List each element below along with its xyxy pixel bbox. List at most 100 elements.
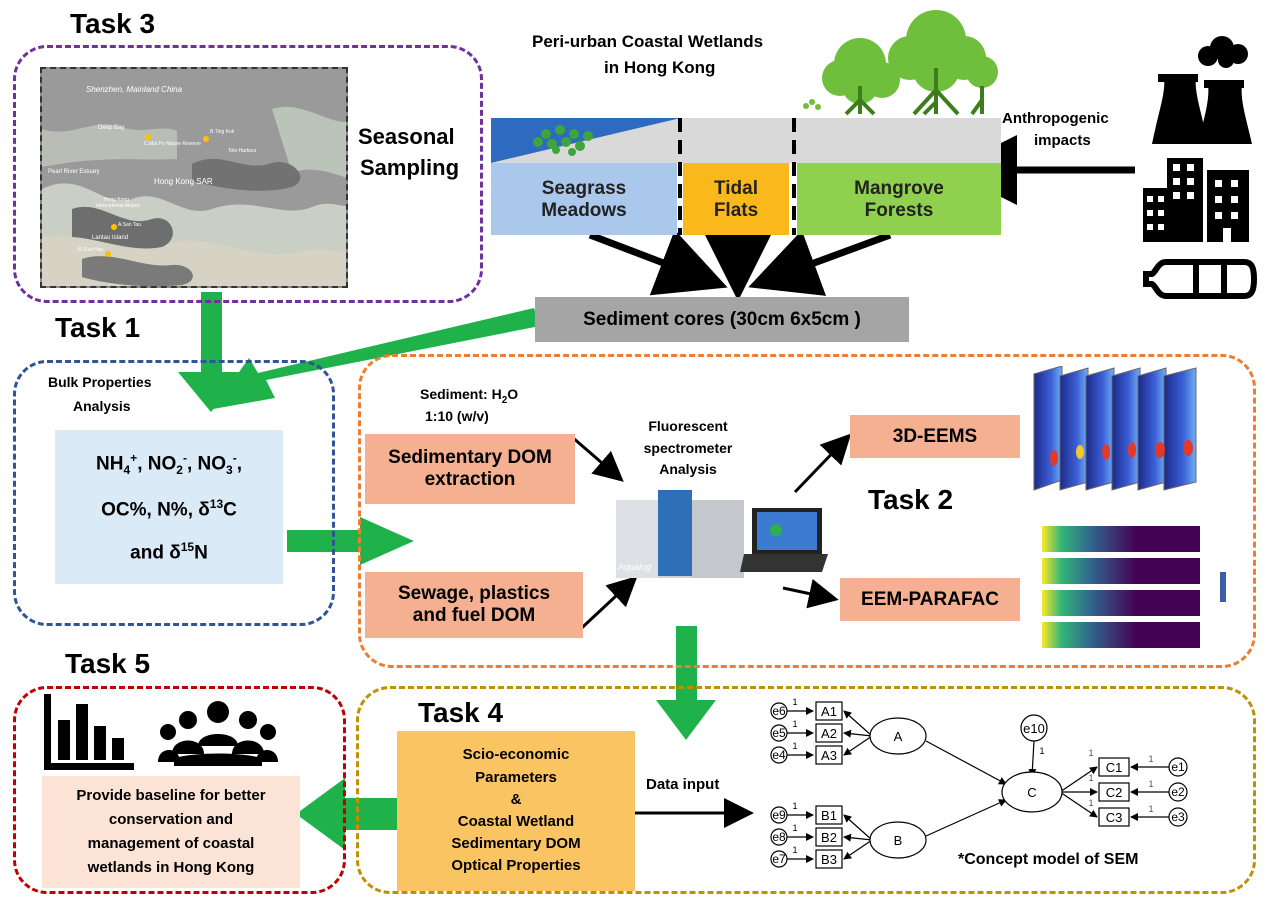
- baseline-line4: wetlands in Hong Kong: [87, 859, 255, 876]
- sem-loading-label: 1: [1088, 748, 1093, 758]
- sem-loading-path: [843, 735, 873, 756]
- mangrove-column: [797, 163, 1001, 235]
- sem-diagram: e61A1e51A2e41A3Ae91B1e81B2e71B3Be101CC11…: [770, 697, 1188, 869]
- arrow-spectrometer-to-parafac: [782, 578, 839, 609]
- sem-caption: *Concept model of SEM: [958, 851, 1139, 868]
- param-no2: , NO: [137, 453, 177, 475]
- sem-loading-path: [1059, 791, 1098, 818]
- baseline-box: Provide baseline for better conservation…: [42, 776, 300, 888]
- sem-disturbance-path: [1028, 740, 1037, 777]
- sem-error-label: e8: [772, 830, 786, 844]
- sewage-line1: Sewage, plastics: [397, 583, 551, 604]
- sem-indicator-label: A1: [821, 704, 837, 719]
- people-group-icon: [158, 701, 278, 766]
- arrow-seagrass-to-cores: [588, 229, 728, 296]
- sem-latent-node: [869, 821, 927, 859]
- param-n-sup: 15: [180, 540, 195, 555]
- task4-params-line6: Optical Properties: [451, 857, 581, 875]
- bulk-properties-line2: Analysis: [73, 398, 131, 414]
- arrow-mangrove-to-cores: [748, 230, 892, 296]
- param-and-d: and δ: [130, 542, 181, 564]
- tidal-column: [683, 163, 789, 235]
- map-label-hksar: Hong Kong SAR: [154, 177, 213, 186]
- extraction-line2: extraction: [424, 469, 516, 490]
- sem-error-label: e1: [1171, 760, 1185, 774]
- task4-params-line5: Sedimentary DOM: [451, 835, 581, 853]
- wetland-profile: [491, 118, 1001, 235]
- sem-error-label: e9: [772, 808, 786, 822]
- ratio-line1-sub: 2: [501, 394, 508, 406]
- task1-frame: [13, 360, 335, 626]
- ratio-line2: 1:10 (w/v): [425, 408, 489, 424]
- sem-error-node: [770, 702, 788, 720]
- param-nh-sup: +: [130, 451, 138, 465]
- sem-error-node: [770, 806, 788, 824]
- param-comma: ,: [236, 453, 242, 475]
- seagrass-label-line1: Seagrass: [541, 178, 627, 199]
- map-label-maipo: C.Mai Po Nature Reserve: [144, 141, 201, 147]
- arrow-extraction-to-spectrometer: [571, 435, 624, 482]
- param-n: N: [194, 542, 208, 564]
- mangrove-label-line1: Mangrove: [854, 178, 944, 199]
- map-label-shuihau: B.Shui Hau: [78, 247, 104, 253]
- sem-indicator-box: [1098, 757, 1130, 777]
- bulk-parameters-line2: OC%, N%, δ13C: [55, 496, 283, 521]
- sem-error-label: e4: [772, 748, 786, 762]
- sem-loading-path: [843, 839, 873, 860]
- sem-disturbance-label: e10: [1023, 721, 1045, 736]
- param-c-sup: 13: [209, 496, 224, 511]
- sem-loading-label: 1: [1039, 746, 1044, 756]
- task4-params-line3: &: [510, 790, 522, 808]
- task1-title: Task 1: [55, 312, 141, 343]
- param-nh: NH: [96, 453, 124, 475]
- param-no3: , NO: [186, 453, 226, 475]
- task2-frame: [358, 354, 1256, 668]
- sem-loading-path: [843, 729, 873, 738]
- sem-loading-label: 1: [1148, 779, 1153, 789]
- map-label-lantau: Lantau Island: [92, 235, 129, 241]
- task3-frame: [13, 45, 483, 303]
- factory-icon: [1152, 36, 1252, 144]
- param-no2-sup: -: [182, 451, 187, 465]
- anthropogenic-line1: Anthropogenic: [1002, 110, 1109, 127]
- sem-error-node: [770, 850, 788, 868]
- data-input-label: Data input: [646, 776, 720, 793]
- sem-indicator-label: C2: [1106, 785, 1123, 800]
- tidal-label-line1: Tidal: [714, 178, 758, 199]
- sem-error-node: [770, 746, 788, 764]
- map-label-santau: A.San Tau: [118, 222, 141, 228]
- task4-frame: [356, 686, 1256, 894]
- task5-title: Task 5: [65, 648, 151, 679]
- tidal-label: Tidal Flats: [683, 170, 789, 230]
- sem-structural-path: [925, 740, 1007, 785]
- fluor-line3: Analysis: [659, 461, 717, 478]
- seagrass-column: [491, 163, 677, 235]
- baseline-line1: Provide baseline for better: [76, 787, 266, 804]
- sem-indicator-label: A2: [821, 726, 837, 741]
- param-no2-sub: 2: [176, 463, 183, 478]
- sem-loading-label: 1: [1088, 773, 1093, 783]
- sem-indicator-label: B1: [821, 808, 837, 823]
- param-oc-n: OC%, N%, δ: [101, 499, 210, 521]
- sem-loading-label: 1: [792, 845, 797, 855]
- ratio-line1-b: O: [507, 386, 519, 402]
- sem-indicator-box: [815, 827, 843, 847]
- map-label-pearl: Pearl River Estuary: [48, 169, 100, 175]
- sem-loading-label: 1: [792, 741, 797, 751]
- sem-error-label: e6: [772, 704, 786, 718]
- map-label-shenzhen: Shenzhen, Mainland China: [86, 85, 183, 94]
- wetlands-title-line1: Peri-urban Coastal Wetlands: [532, 32, 764, 51]
- sem-loading-label: 1: [1088, 798, 1093, 808]
- arrow-spectrometer-to-eems: [793, 433, 852, 494]
- seagrass-icon: [533, 125, 593, 156]
- green-arrow-cores-to-task1: [213, 308, 540, 409]
- sem-indicator-label: B2: [821, 830, 837, 845]
- green-arrow-task2-to-task4: [656, 626, 716, 740]
- map-label-tingkok: B.Ting Kok: [210, 129, 235, 135]
- sem-error-node: [1168, 782, 1188, 802]
- wetlands-title-line2: in Hong Kong: [604, 58, 716, 77]
- map-label-deep-bay: Deep Bay: [98, 125, 125, 131]
- sem-indicator-label: C3: [1106, 810, 1123, 825]
- sem-loading-label: 1: [1148, 754, 1153, 764]
- anthropogenic-line2: impacts: [1034, 132, 1091, 149]
